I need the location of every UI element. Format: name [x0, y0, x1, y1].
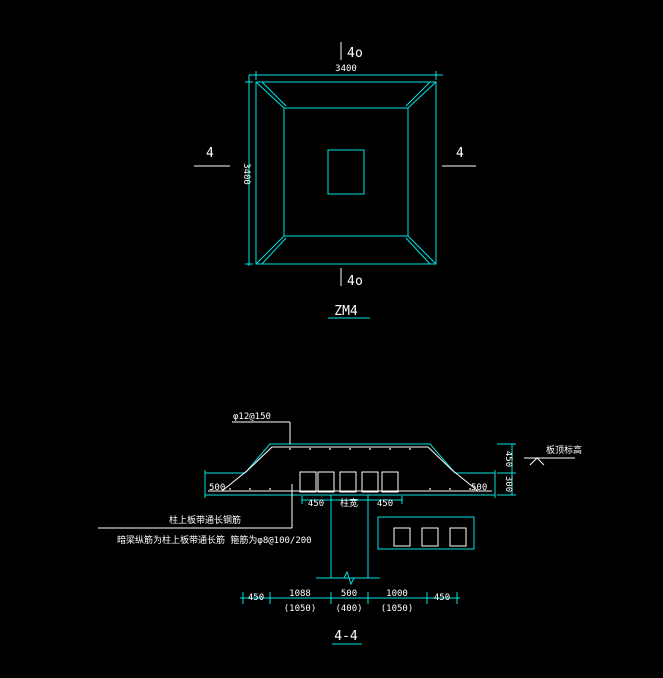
section-mark-bottom-1: 4 — [347, 274, 355, 289]
plan-view: 3400 3400 4 o 4 o 4 4 ZM4 — [194, 42, 476, 319]
height-bottom-dim: 300 — [503, 476, 513, 492]
bottom-dim-3: 500 — [341, 589, 357, 599]
left-edge-dim: 500 — [209, 483, 225, 493]
beam-stirrups — [299, 471, 399, 493]
right-edge-dim: 500 — [471, 483, 487, 493]
bottom-dim-paren-3: (1050) — [381, 604, 414, 614]
section-title: 4-4 — [334, 629, 358, 644]
section-mark-bottom-2: o — [355, 274, 363, 289]
plan-inner-square — [283, 107, 409, 237]
section-mark-top-1: 4 — [347, 46, 355, 61]
note-line-2: 暗梁纵筋为柱上板带通长筋 箍筋为φ8@100/200 — [117, 534, 312, 546]
section-mark-top-2: o — [355, 46, 363, 61]
plan-outer-square — [255, 81, 437, 265]
elevation-marker-icon — [529, 457, 545, 466]
note-line-1: 柱上板带通长钢筋 — [169, 514, 241, 526]
plan-column — [327, 149, 365, 195]
section-mark-left: 4 — [206, 146, 214, 161]
drop-panel-outline — [244, 443, 456, 474]
bottom-dim-paren-1: (1050) — [284, 604, 317, 614]
inner-dim-left: 450 — [308, 499, 324, 509]
plan-dim-height: 3400 — [241, 163, 251, 185]
inner-dim-right: 450 — [377, 499, 393, 509]
section-view: φ12@150 500 500 450 300 板顶标高 450 柱宽 450 — [98, 412, 582, 645]
beam-detail-box — [377, 516, 475, 550]
break-line-icon — [343, 570, 355, 586]
section-mark-right: 4 — [456, 146, 464, 161]
bottom-dim-paren-2: (400) — [335, 604, 362, 614]
plan-title: ZM4 — [334, 304, 358, 319]
elevation-note: 板顶标高 — [546, 444, 582, 456]
inner-dim-mid: 柱宽 — [340, 497, 358, 509]
plan-dim-width: 3400 — [335, 64, 357, 74]
bottom-dim-2: 1088 — [289, 589, 311, 599]
height-top-dim: 450 — [503, 451, 513, 467]
rebar-dots — [229, 448, 471, 490]
bottom-dim-4: 1000 — [386, 589, 408, 599]
top-rebar-line — [221, 446, 479, 492]
bottom-dim-5: 450 — [434, 593, 450, 603]
bottom-dim-1: 450 — [248, 593, 264, 603]
top-rebar-label: φ12@150 — [233, 412, 271, 422]
